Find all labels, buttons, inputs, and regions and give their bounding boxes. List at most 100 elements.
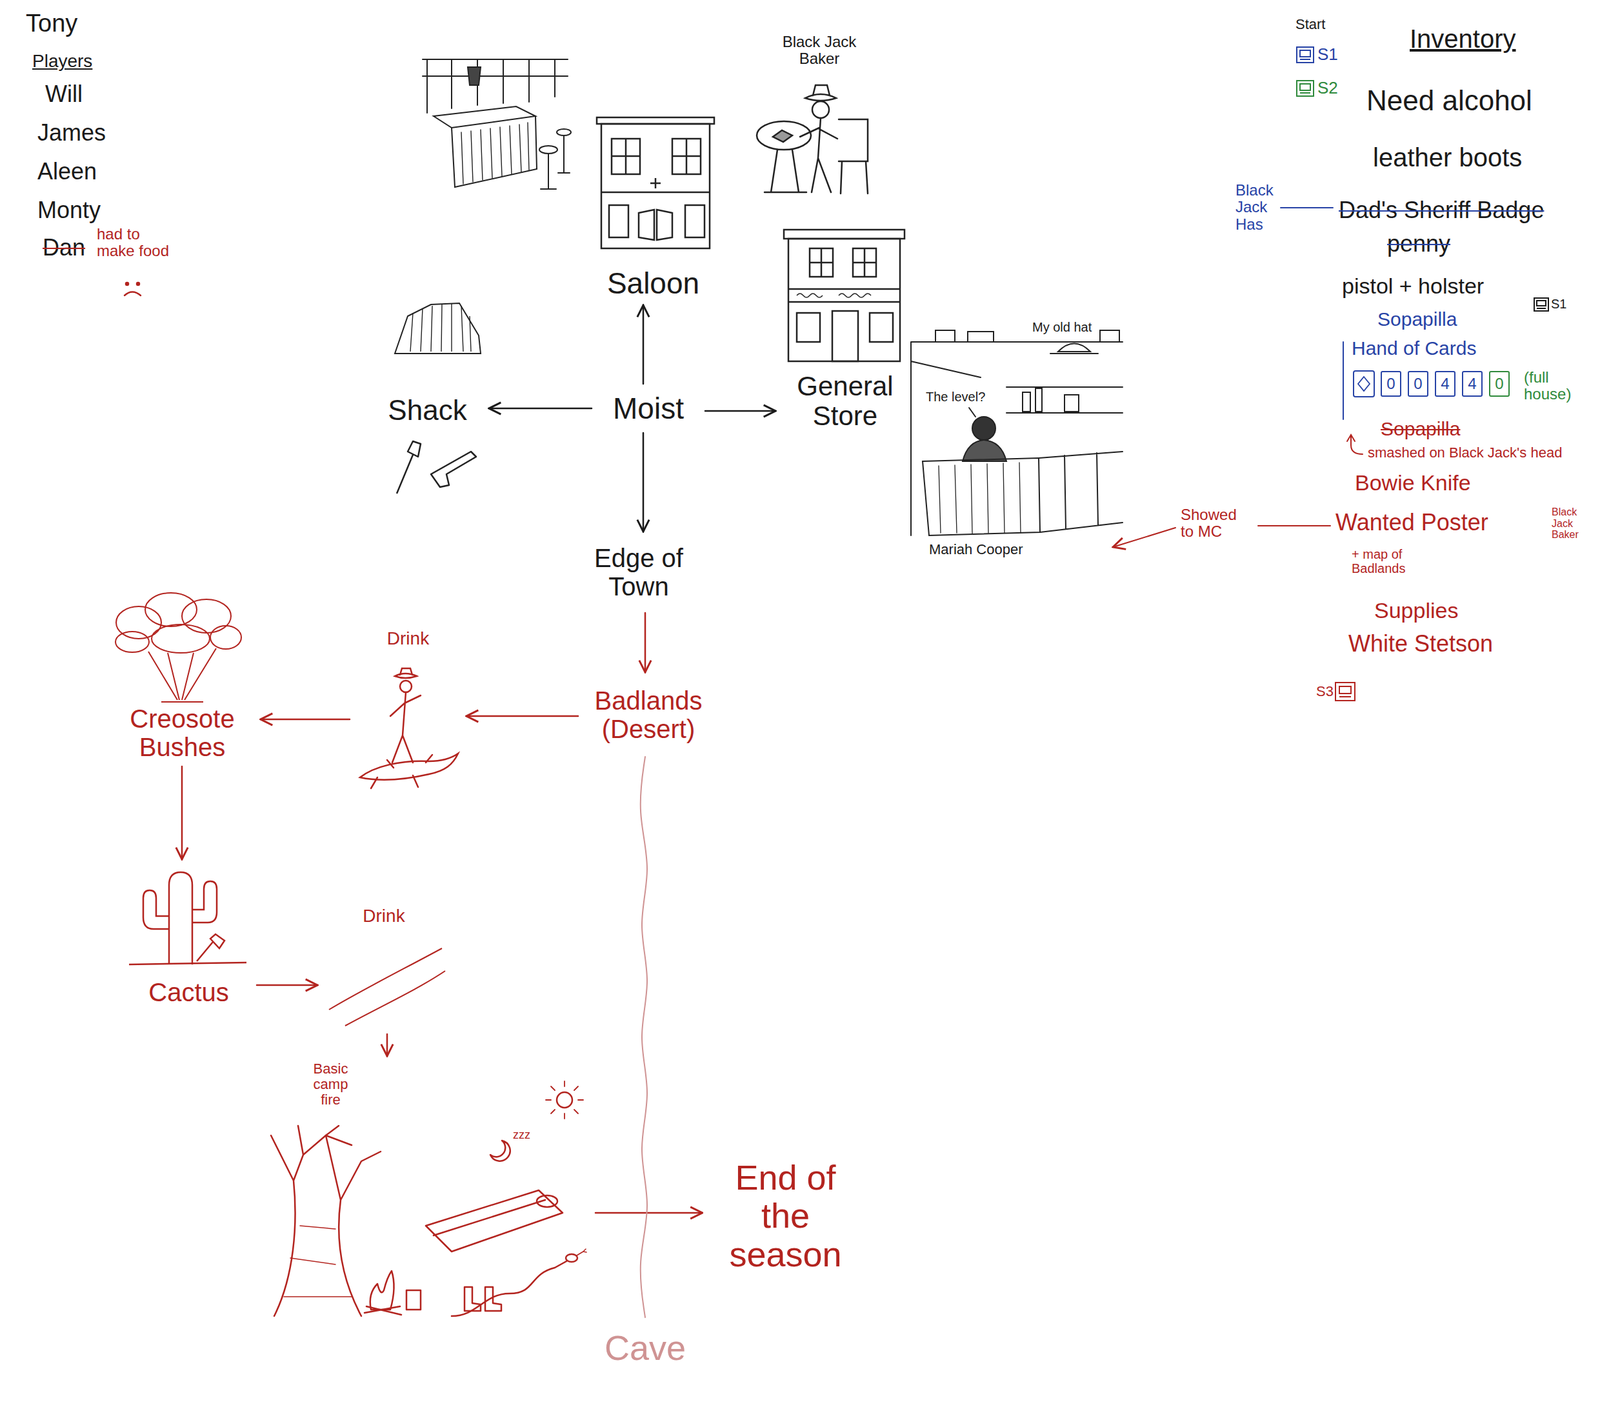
creosote-bush	[145, 592, 197, 627]
general-store-building	[832, 310, 859, 362]
saloon-interior	[451, 116, 537, 188]
route-arrow	[260, 718, 350, 721]
note-text: Sopapilla	[1377, 308, 1457, 330]
sad-face	[124, 292, 141, 297]
map-location: Cave	[593, 1322, 697, 1375]
route-arrow	[489, 407, 592, 410]
note-text: Bowie Knife	[1354, 470, 1471, 495]
camp-scene	[565, 1254, 578, 1262]
saloon-interior	[461, 122, 530, 184]
location-name: 0	[1413, 375, 1422, 393]
route-arrow	[644, 612, 647, 673]
camp-scene	[576, 1249, 587, 1256]
saloon-building	[650, 178, 661, 189]
river	[329, 948, 442, 1010]
lizard-rider	[370, 754, 433, 789]
general-store-building	[809, 248, 833, 277]
saloon-building	[609, 205, 629, 238]
river	[345, 970, 446, 1026]
tools	[396, 441, 477, 494]
tools	[396, 441, 421, 494]
cactus	[196, 934, 225, 962]
note-text: penny	[1387, 230, 1451, 257]
location-name: End of the season	[711, 1158, 860, 1274]
camp-scene	[433, 1200, 546, 1236]
note-text: leather boots	[1372, 143, 1522, 172]
map-location: Cactus	[125, 864, 252, 1007]
store-interior	[935, 330, 955, 342]
note-text: + map of Badlands	[1351, 547, 1423, 576]
session-icon	[1296, 80, 1314, 97]
general-store-building	[783, 229, 905, 362]
river	[329, 948, 446, 1026]
camp-scene	[545, 1081, 584, 1119]
map-location: Saloon	[590, 116, 717, 300]
route-arrow	[642, 305, 645, 384]
store-interior	[1038, 451, 1123, 533]
note-text: White Stetson	[1348, 630, 1493, 657]
saloon-interior	[556, 129, 571, 136]
playing-card: 0	[1380, 370, 1402, 397]
note-text: (full house)	[1523, 369, 1586, 404]
inventory-marks	[1112, 527, 1176, 548]
black-jack-figure	[756, 85, 868, 194]
store-interior	[910, 341, 1123, 536]
note-text: Showed to MC	[1180, 506, 1252, 541]
session-icon	[1339, 686, 1351, 694]
store-interior	[962, 440, 1007, 462]
note-text: Will	[45, 81, 83, 108]
general-store-building	[788, 238, 900, 362]
session-icon	[1300, 58, 1311, 60]
location-name: 4	[1467, 375, 1477, 393]
saloon-building	[672, 138, 701, 175]
playing-card: 0	[1489, 370, 1510, 397]
store-interior	[910, 330, 1123, 536]
note-text: S3	[1316, 683, 1334, 700]
note-text: Supplies	[1374, 598, 1459, 623]
note-text: S2	[1317, 78, 1339, 98]
creosote-bush	[148, 648, 217, 702]
saloon-building	[596, 117, 715, 249]
inventory-marks	[1342, 341, 1344, 420]
tools	[430, 451, 477, 488]
saloon-interior	[422, 59, 571, 190]
location-name: Cave	[604, 1329, 686, 1368]
note-text: Tony	[25, 10, 78, 38]
location-name: Creosote Bushes	[112, 704, 252, 762]
creosote-bush	[151, 624, 210, 653]
map-location: Basic camp fire	[261, 1061, 591, 1320]
general-store-building	[852, 248, 877, 277]
general-store-building	[788, 289, 900, 302]
note-text: S1	[1550, 296, 1567, 311]
map-location: Drink	[354, 629, 462, 791]
camp-scene	[364, 1306, 402, 1315]
store-interior	[1022, 392, 1031, 412]
note-text: Dan	[42, 234, 86, 261]
map-location: Edge of Town	[580, 536, 698, 608]
playing-card: 4	[1434, 370, 1456, 397]
creosote-bush	[210, 625, 242, 650]
store-interior	[1035, 388, 1042, 412]
location-name: 4	[1440, 375, 1450, 393]
store-interior	[922, 458, 1040, 536]
saloon-interior	[540, 153, 557, 190]
shack	[394, 303, 481, 354]
lizard-rider	[390, 692, 421, 763]
black-jack-figure	[805, 85, 837, 101]
general-store-building	[796, 312, 820, 342]
note-text: smashed on Black Jack's head	[1367, 445, 1562, 461]
cactus	[129, 872, 247, 965]
saloon-building	[601, 191, 710, 194]
route-arrow	[466, 715, 579, 718]
store-interior	[1050, 343, 1099, 355]
lizard-rider	[400, 680, 412, 693]
location-name: Shack	[387, 394, 467, 426]
note-text: Hand of Cards	[1351, 337, 1477, 359]
general-store-building	[852, 248, 877, 277]
playing-card: 4	[1461, 370, 1483, 397]
session-icon	[1534, 298, 1549, 311]
camp-scene	[490, 1140, 511, 1162]
cactus	[169, 872, 193, 965]
general-store-building	[796, 293, 871, 298]
